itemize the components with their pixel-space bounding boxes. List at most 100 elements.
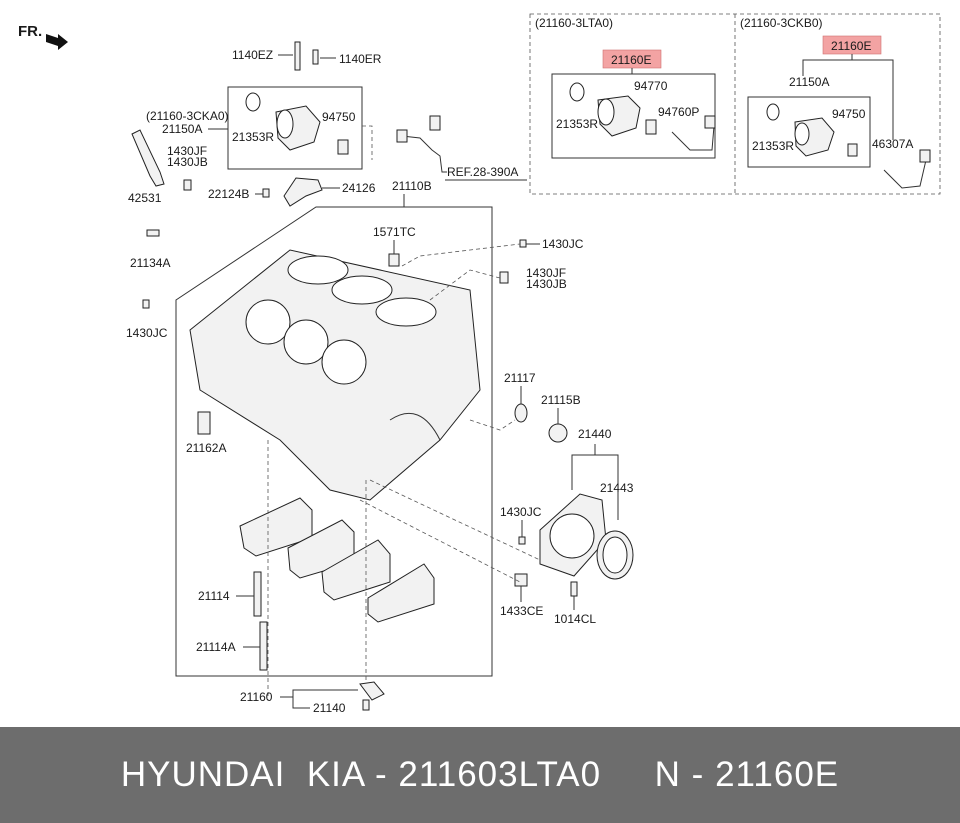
bracket-24126-icon xyxy=(283,177,323,207)
cylinder-bank-b-1-icon xyxy=(287,255,349,285)
variant-b-oring-icon xyxy=(766,103,780,121)
plug-21162a-icon xyxy=(197,411,211,435)
variant-b-code: (21160-3CKB0) xyxy=(740,16,823,30)
label-21114a: 21114A xyxy=(196,640,236,654)
oil-level-guide-icon xyxy=(131,129,165,187)
cylinder-block-group: 21110B 1571TC 1430JC 1430JF 1430JB 21117… xyxy=(175,179,584,715)
variant-a-sensor-icon xyxy=(645,119,657,135)
variant-b-sensor-icon xyxy=(847,143,858,157)
label-24126: 24126 xyxy=(342,181,376,195)
label-42531: 42531 xyxy=(128,191,162,205)
label-1430jb-left: 1430JB xyxy=(167,155,208,169)
parts-diagram: FR. (21160-3LTA0) (21160-3CKB0) 21160E 9… xyxy=(18,13,941,715)
plug-1571tc-icon xyxy=(388,253,400,267)
bolt-21140-icon xyxy=(362,699,370,711)
label-94750: 94750 xyxy=(322,110,356,124)
bolt-1014cl-icon xyxy=(570,581,578,597)
pin-1430jc-left-icon xyxy=(142,299,150,309)
label-1430jf-right: 1430JF xyxy=(526,266,566,280)
variant-b-highlight-label: 21160E xyxy=(831,39,871,53)
footer-part-numbers: HYUNDAI KIA - 211603LTA0 N - 21160E xyxy=(120,755,840,794)
dowel-right-icon xyxy=(499,271,509,284)
label-21134a: 21134A xyxy=(130,256,170,270)
variant-a-21353r: 21353R xyxy=(556,117,598,131)
variant-a-94770: 94770 xyxy=(634,79,668,93)
variant-b-21353r: 21353R xyxy=(752,139,794,153)
stud-21134a-icon xyxy=(146,229,160,237)
label-21114: 21114 xyxy=(198,589,230,603)
oil-seal-bore-icon xyxy=(602,536,628,574)
variant-b-connector-icon xyxy=(919,149,931,163)
dowel-pin-icon xyxy=(183,179,192,191)
water-outlet-assembly: 1140EZ 1140ER (21160-3CKA0) 21150A 94750… xyxy=(146,41,527,181)
bolt-21114a-icon xyxy=(259,621,268,671)
plug-21115b-icon xyxy=(548,423,568,443)
label-21117: 21117 xyxy=(504,371,536,385)
label-1430jc-left: 1430JC xyxy=(126,326,168,340)
crank-opening-icon xyxy=(389,412,441,441)
label-22124b: 22124B xyxy=(208,187,249,201)
label-21110b: 21110B xyxy=(392,179,432,193)
label-21160: 21160 xyxy=(240,690,273,704)
label-1571tc: 1571TC xyxy=(373,225,416,239)
variant-a-wire-icon xyxy=(671,125,715,151)
front-arrow-icon xyxy=(46,34,68,50)
cylinder-bore-2-icon xyxy=(283,319,329,365)
label-1140ez: 1140EZ xyxy=(232,48,273,62)
variant-a-housing-port-icon xyxy=(597,98,615,126)
cylinder-bank-b-2-icon xyxy=(331,275,393,305)
bolt-1140er-icon xyxy=(312,49,319,65)
variant-b-group: 21160E 21150A 94750 21353R 46307A xyxy=(747,35,931,189)
cylinder-bore-3-icon xyxy=(321,339,367,385)
variant-b-housing-port-icon xyxy=(794,122,810,146)
bearing-cap-4-icon xyxy=(367,563,435,623)
variant-b-94750: 94750 xyxy=(832,107,866,121)
variant-b-46307a: 46307A xyxy=(872,137,913,151)
fr-label: FR. xyxy=(18,23,42,40)
assembly-box xyxy=(227,86,363,170)
label-21150a: 21150A xyxy=(162,122,202,136)
plug-22124b-icon xyxy=(262,188,270,198)
variant-a-code: (21160-3LTA0) xyxy=(535,16,613,30)
rear-seal-group: 21440 21443 1430JC 1433CE 1014CL xyxy=(359,427,634,626)
block-frame xyxy=(175,194,493,677)
label-1430jb-right: 1430JB xyxy=(526,277,567,291)
variant-b-wire-icon xyxy=(883,159,927,189)
label-1140er: 1140ER xyxy=(339,52,382,66)
bolt-21114-icon xyxy=(253,571,262,617)
variant-b-21150a: 21150A xyxy=(789,75,829,89)
label-21160-3cka0: (21160-3CKA0) xyxy=(146,109,229,123)
bearing-cap-3-icon xyxy=(321,539,391,601)
variant-a-highlight-label: 21160E xyxy=(611,53,651,67)
oring-icon xyxy=(245,92,261,112)
pin-1430jc-bottom-icon xyxy=(518,536,526,545)
label-1433ce: 1433CE xyxy=(500,604,543,618)
cylinder-bank-b-3-icon xyxy=(375,297,437,327)
ref-label: REF.28-390A xyxy=(447,165,518,179)
label-21440: 21440 xyxy=(578,427,612,441)
seal-21117-icon xyxy=(514,403,528,423)
variant-b-box xyxy=(747,96,871,168)
label-21140: 21140 xyxy=(313,701,346,715)
seal-case-bore-icon xyxy=(549,513,595,559)
label-1430jc-top: 1430JC xyxy=(542,237,584,251)
temp-sensor-icon xyxy=(337,139,349,155)
oil-jet-icon xyxy=(359,681,385,701)
variant-a-oring-icon xyxy=(569,82,585,102)
label-21162a: 21162A xyxy=(186,441,226,455)
label-1430jf-left: 1430JF xyxy=(167,144,207,158)
bolt-1140ez-icon xyxy=(294,41,301,71)
label-1430jc-bottom: 1430JC xyxy=(500,505,542,519)
left-items: 42531 1430JF 1430JB 22124B 24126 21134A … xyxy=(126,129,376,340)
variant-a-group: 21160E 94770 21353R 94760P xyxy=(551,49,716,159)
variant-a-94760p: 94760P xyxy=(658,105,699,119)
sensor-wire-connector-icon xyxy=(396,129,408,143)
front-direction-indicator: FR. xyxy=(18,23,68,50)
cylinder-bore-1-icon xyxy=(245,299,291,345)
sensor-plug-icon xyxy=(429,115,441,131)
label-21443: 21443 xyxy=(600,481,634,495)
footer-bar: HYUNDAI KIA - 211603LTA0 N - 21160E xyxy=(0,727,960,823)
label-1014cl: 1014CL xyxy=(554,612,596,626)
variant-a-connector-icon xyxy=(704,115,716,129)
label-21353r: 21353R xyxy=(232,130,274,144)
